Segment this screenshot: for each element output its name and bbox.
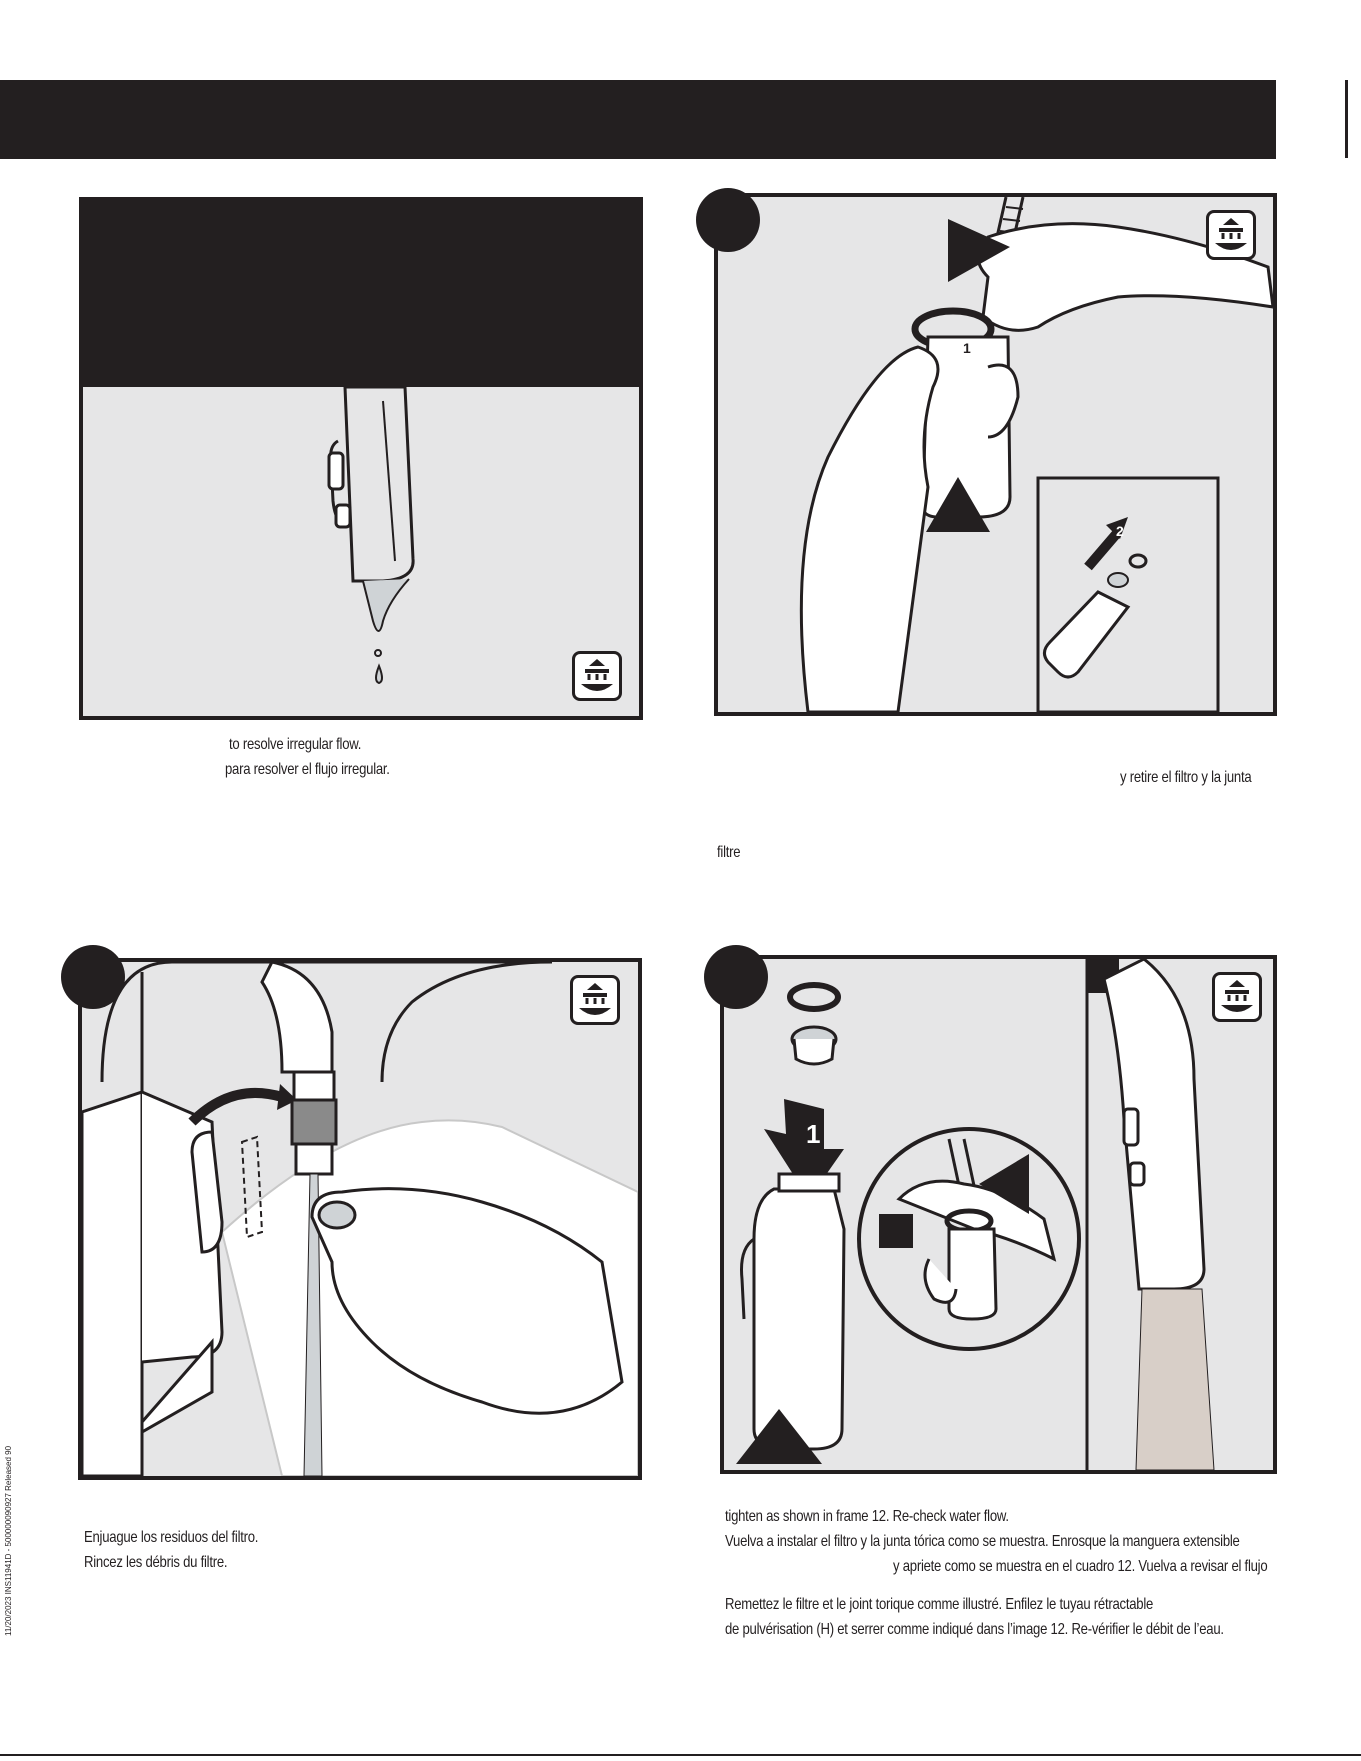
step-number-circle: [704, 945, 768, 1009]
sprayer-mode-icon: [570, 975, 620, 1025]
footer-rule: [0, 1754, 1361, 1756]
header-banner: [0, 80, 1276, 159]
panel-title-bar: [83, 201, 639, 387]
panel-irregular-flow: [79, 197, 643, 720]
step-number-circle: [61, 945, 125, 1009]
caption-p3-fr: Rincez les débris du filtre.: [84, 1554, 228, 1571]
sprayer-mode-icon: [1206, 210, 1256, 260]
document-code: 11/20/2023 INS11941D - 500000090927 Rele…: [4, 1445, 13, 1636]
rinse-filter-illustration: [82, 962, 638, 1476]
inset-step-number: 2: [1116, 523, 1124, 539]
caption-p4-fr-line1: Remettez le filtre et le joint torique c…: [725, 1596, 1154, 1613]
panel-rinse-filter: [78, 958, 642, 1480]
caption-p4-es-line1: Vuelva a instalar el filtro y la junta t…: [725, 1533, 1240, 1550]
caption-p1-en: to resolve irregular flow.: [229, 736, 362, 753]
caption-p3-es: Enjuague los residuos del filtro.: [84, 1529, 259, 1546]
step-number-circle: [696, 188, 760, 252]
caption-p1-es: para resolver el flujo irregular.: [225, 761, 390, 778]
step-marker-1: 1: [806, 1119, 821, 1149]
panel-reinstall-filter: 1: [720, 955, 1277, 1474]
hose-unscrew-illustration: [799, 197, 1273, 712]
sprayer-mode-icon: [1212, 972, 1262, 1022]
faucet-drip-illustration: [327, 385, 415, 685]
reinstall-filter-illustration: [736, 959, 1215, 1470]
caption-p2-fr: filtre: [717, 844, 741, 861]
header-edge-mark: [1345, 80, 1348, 158]
caption-p2-es: y retire el filtro y la junta: [1120, 769, 1252, 786]
caption-p4-en: tighten as shown in frame 12. Re-check w…: [725, 1508, 1009, 1525]
caption-p4-fr-line2: de pulvérisation (H) et serrer comme ind…: [725, 1621, 1224, 1638]
sprayer-mode-icon: [572, 651, 622, 701]
caption-p4-es-line2: y apriete como se muestra en el cuadro 1…: [893, 1558, 1268, 1575]
step-marker-1: 1: [963, 340, 971, 356]
panel-remove-filter: 2: [714, 193, 1277, 716]
